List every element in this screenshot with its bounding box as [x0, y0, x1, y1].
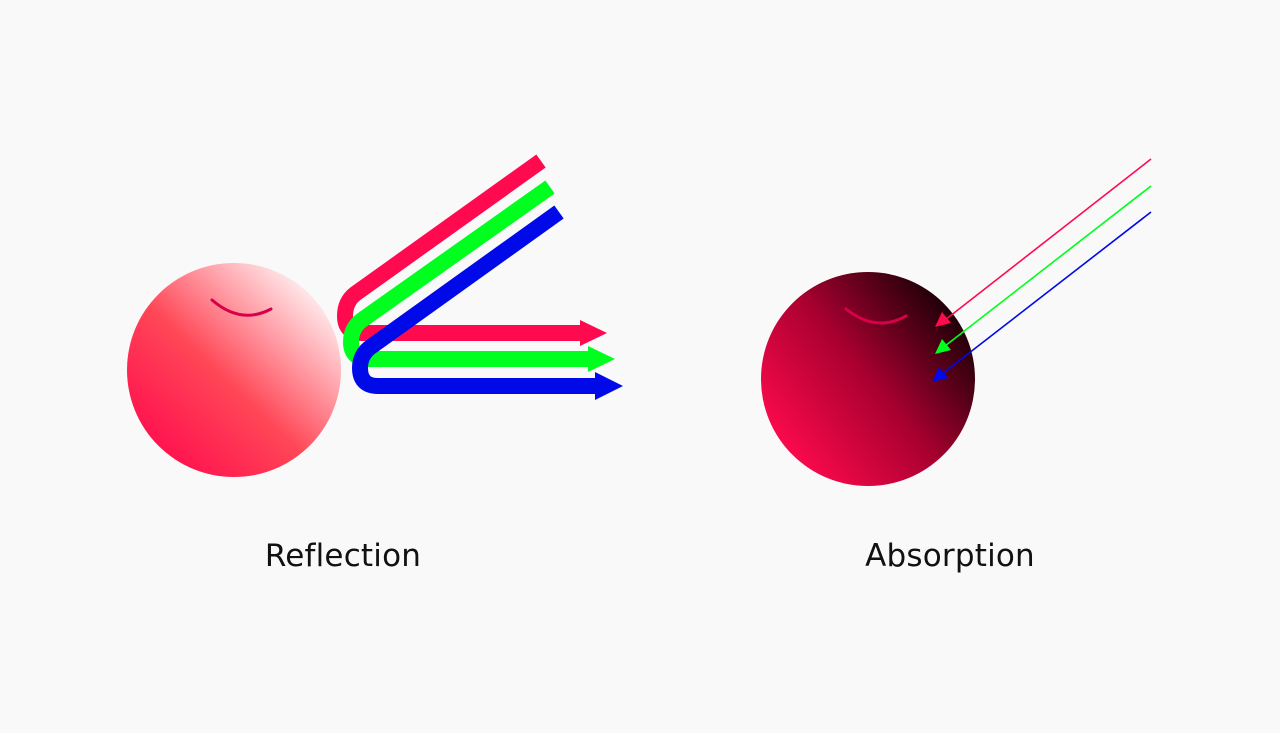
- absorbed-ray-blue: [932, 211, 1152, 382]
- reflected-ray-red: [337, 154, 607, 346]
- absorption-ball: [761, 272, 975, 486]
- reflected-ray-green: [343, 180, 615, 372]
- reflected-ray-blue-arrowhead: [595, 372, 623, 400]
- reflection-ball: [127, 263, 341, 477]
- absorbed-ray-blue-arrowhead: [932, 367, 948, 382]
- reflected-ray-blue: [352, 205, 623, 400]
- reflection-panel: [127, 154, 623, 477]
- reflection-smile: [210, 298, 273, 317]
- absorbed-ray-red-line: [944, 158, 1152, 321]
- absorption-smile: [844, 307, 908, 325]
- absorbed-ray-green-line: [944, 185, 1152, 347]
- reflection-caption: Reflection: [264, 538, 422, 574]
- absorbed-ray-red: [935, 158, 1152, 327]
- reflected-ray-green-arrowhead: [588, 346, 615, 372]
- absorption-caption: Absorption: [865, 538, 1035, 574]
- reflected-ray-red-arrowhead: [580, 320, 607, 346]
- absorbed-ray-red-arrowhead: [935, 312, 951, 327]
- absorbed-ray-green-arrowhead: [935, 339, 951, 354]
- reflected-ray-blue-path: [352, 205, 600, 394]
- absorption-panel: [761, 158, 1152, 486]
- absorbed-ray-blue-line: [941, 211, 1152, 375]
- absorbed-ray-green: [935, 185, 1152, 354]
